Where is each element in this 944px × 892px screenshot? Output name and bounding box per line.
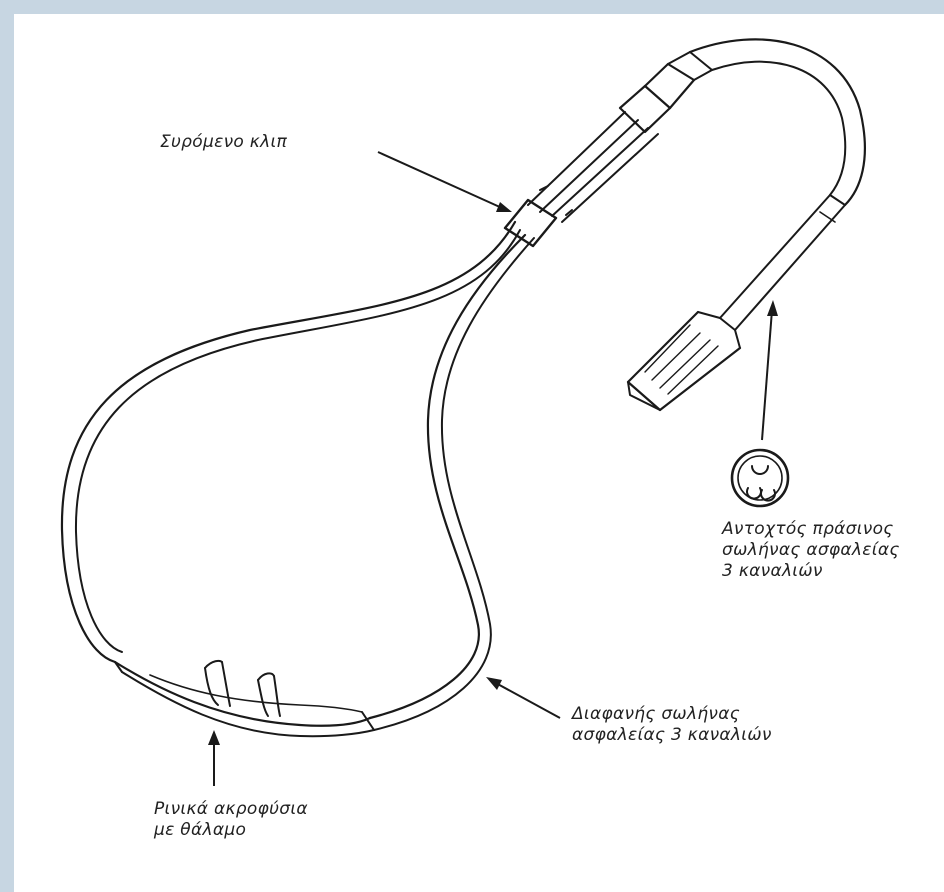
label-green-tubing: Αντοχτός πράσινος σωλήνας ασφαλείας 3 κα… bbox=[722, 519, 900, 582]
label-clear-tubing: Διαφανής σωλήνας ασφαλείας 3 καναλιών bbox=[572, 704, 772, 746]
cross-section-icon bbox=[732, 450, 788, 506]
label-line: Συρόμενο κλιπ bbox=[160, 132, 287, 153]
label-nasal-prongs: Ρινικά ακροφύσια με θάλαμο bbox=[154, 799, 308, 841]
label-line: Ρινικά ακροφύσια bbox=[154, 799, 308, 820]
arrow-green-tubing bbox=[762, 300, 778, 440]
left-tubing bbox=[62, 222, 520, 662]
arrow-sliding-clip bbox=[378, 152, 512, 212]
nasal-cannula bbox=[115, 661, 374, 736]
pointer-arrows bbox=[208, 152, 778, 786]
clear-tubing-line bbox=[370, 235, 534, 730]
diagram-frame: Συρόμενο κλιπ Αντοχτός πράσινος σωλήνας … bbox=[14, 14, 944, 892]
arrow-nasal-prongs bbox=[208, 730, 220, 786]
upper-tubing bbox=[528, 52, 712, 222]
label-sliding-clip: Συρόμενο κλιπ bbox=[160, 132, 287, 153]
label-line: Αντοχτός πράσινος bbox=[722, 519, 900, 540]
arrow-clear-tubing bbox=[486, 677, 560, 718]
label-line: Διαφανής σωλήνας bbox=[572, 704, 772, 725]
green-tubing bbox=[628, 39, 865, 410]
nasal-cannula-drawing bbox=[14, 14, 944, 892]
label-line: σωλήνας ασφαλείας bbox=[722, 540, 900, 561]
label-line: με θάλαμο bbox=[154, 820, 308, 841]
label-line: 3 καναλιών bbox=[722, 561, 900, 582]
label-line: ασφαλείας 3 καναλιών bbox=[572, 725, 772, 746]
